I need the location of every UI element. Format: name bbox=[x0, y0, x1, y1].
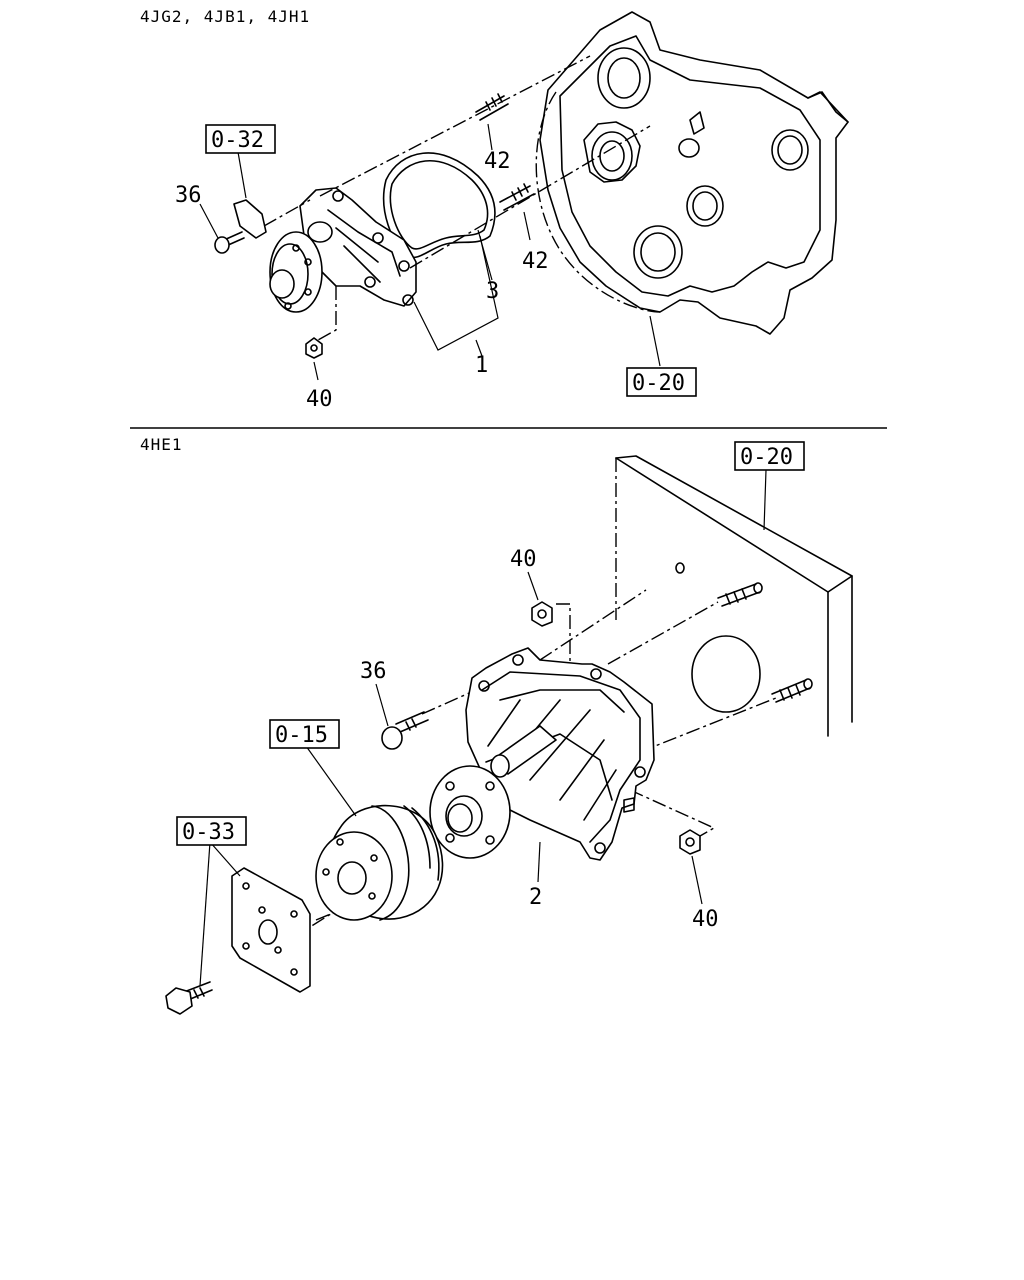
pump-bracket bbox=[233, 199, 267, 239]
water-pump-assembly-top bbox=[269, 187, 417, 313]
stud-42-upper bbox=[475, 93, 509, 121]
ref-0-15: 0-15 bbox=[275, 723, 328, 748]
ref-0-20-bottom: 0-20 bbox=[740, 445, 793, 470]
nut-40-bottom-lower bbox=[679, 829, 701, 855]
bottom-section-model-label: 4HE1 bbox=[140, 435, 183, 454]
pulley-adapter-plate bbox=[231, 867, 311, 993]
ref-0-32: 0-32 bbox=[211, 128, 264, 153]
stud-plate-upper bbox=[717, 582, 763, 607]
callout-42-lower: 42 bbox=[522, 249, 549, 274]
bolt-36-bottom bbox=[381, 711, 429, 750]
pump-hub-flange bbox=[429, 765, 511, 859]
callout-40-bottom-upper: 40 bbox=[510, 547, 537, 572]
stud-plate-lower bbox=[771, 678, 813, 703]
nut-40-bottom-upper bbox=[531, 601, 553, 627]
callout-2: 2 bbox=[529, 885, 542, 910]
nut-40-top bbox=[305, 337, 323, 359]
callout-40-bottom-lower: 40 bbox=[692, 907, 719, 932]
pulley-bolt bbox=[165, 981, 213, 1015]
top-section-model-label: 4JG2, 4JB1, 4JH1 bbox=[140, 7, 310, 26]
water-pump-pulley bbox=[315, 804, 444, 921]
bolt-36-top bbox=[214, 231, 245, 254]
cylinder-block-plate bbox=[615, 455, 853, 737]
callout-3: 3 bbox=[486, 279, 499, 304]
water-pump-assembly-bottom bbox=[465, 647, 655, 861]
callout-36-top: 36 bbox=[175, 183, 202, 208]
callout-36-bottom: 36 bbox=[360, 659, 387, 684]
ref-0-33: 0-33 bbox=[182, 820, 235, 845]
ref-0-20-top: 0-20 bbox=[632, 371, 685, 396]
callout-40-top: 40 bbox=[306, 387, 333, 412]
callout-1: 1 bbox=[475, 353, 488, 378]
stud-42-lower bbox=[499, 183, 535, 211]
callout-42-upper: 42 bbox=[484, 149, 511, 174]
timing-gear-case bbox=[535, 11, 849, 335]
